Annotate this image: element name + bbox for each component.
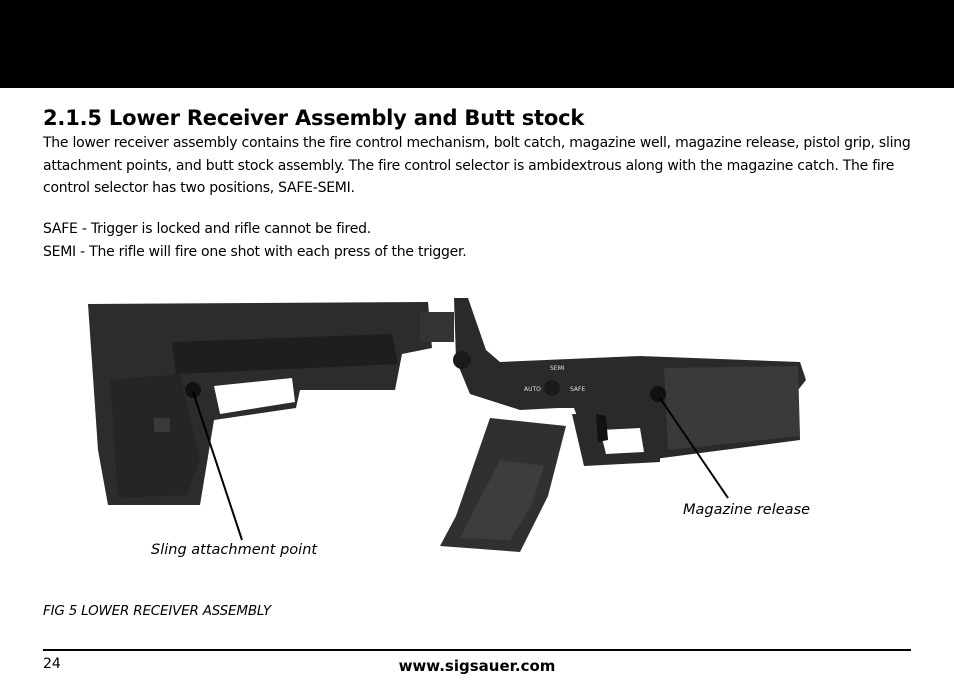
section-number: 2.1.5 xyxy=(43,106,102,130)
footer-divider xyxy=(43,649,911,651)
magazine-leader-line xyxy=(659,397,729,499)
fire-modes-list: SAFE - Trigger is locked and rifle canno… xyxy=(43,218,913,263)
lower-receiver-figure: SEMI AUTO SAFE Magazine release Sling at… xyxy=(0,290,954,590)
sling-leader-line xyxy=(192,391,243,541)
magazine-release-button xyxy=(650,386,666,402)
selector-mark-semi: SEMI xyxy=(550,365,565,372)
header-band xyxy=(0,0,954,88)
footer-url: www.sigsauer.com xyxy=(398,657,556,675)
selector-mark-auto: AUTO xyxy=(524,386,541,393)
intro-paragraph: The lower receiver assembly contains the… xyxy=(43,135,911,196)
sling-attachment-label: Sling attachment point xyxy=(151,542,318,558)
stock-window xyxy=(214,378,295,414)
lower-receiver-illustration: SEMI AUTO SAFE xyxy=(88,298,806,552)
stock-cheek-rest xyxy=(172,334,398,374)
magazine-release-label: Magazine release xyxy=(683,502,811,518)
pivot-pin xyxy=(453,351,471,369)
buffer-tube xyxy=(420,312,454,342)
selector-lever xyxy=(544,380,560,396)
selector-mark-safe: SAFE xyxy=(570,386,585,393)
mode-semi: SEMI - The rifle will fire one shot with… xyxy=(43,243,467,260)
trigger-guard-opening xyxy=(600,428,644,454)
trigger xyxy=(596,414,608,442)
section-heading: 2.1.5 Lower Receiver Assembly and Butt s… xyxy=(43,104,584,132)
stock-side-panel xyxy=(110,374,200,498)
sling-attachment-hole xyxy=(185,382,201,398)
stock-lock-tab xyxy=(154,418,170,432)
section-title: Lower Receiver Assembly and Butt stock xyxy=(108,106,585,130)
page-number: 24 xyxy=(43,656,61,672)
grip-texture xyxy=(460,460,544,540)
magazine-well xyxy=(664,366,800,450)
mode-safe: SAFE - Trigger is locked and rifle canno… xyxy=(43,221,371,237)
figure-caption: FIG 5 LOWER RECEIVER ASSEMBLY xyxy=(43,603,271,619)
